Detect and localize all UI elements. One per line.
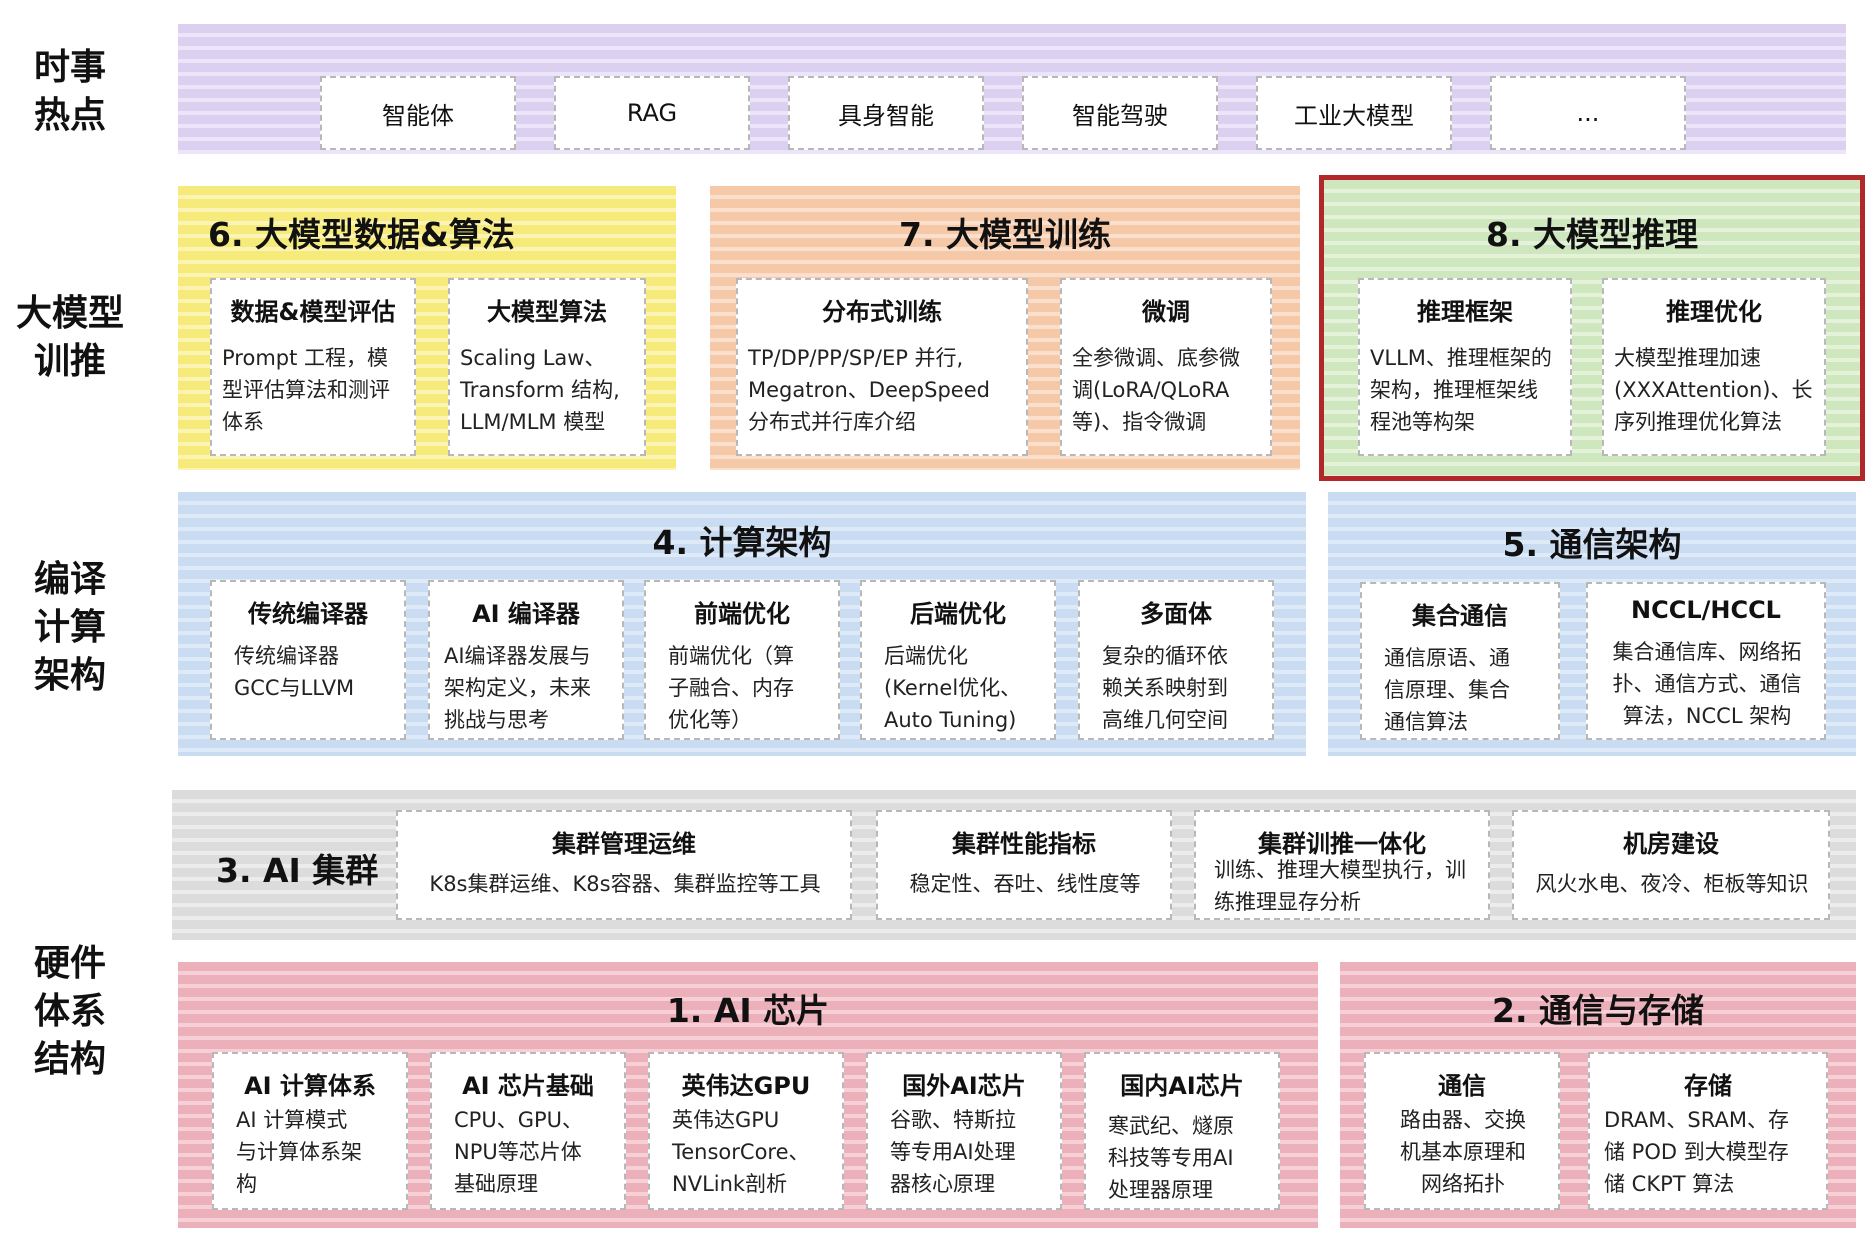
card-body: 谷歌、特斯拉 等专用AI处理 器核心原理 <box>890 1108 1016 1196</box>
panel-title-training: 7. 大模型训练 <box>899 215 1111 254</box>
card-ai-chip-basics[interactable]: AI 芯片基础 CPU、GPU、 NPU等芯片体 基础原理 <box>430 1052 626 1210</box>
card-title: 推理框架 <box>1417 298 1513 326</box>
card-llm-algo[interactable]: 大模型算法 Scaling Law、 Transform 结构, LLM/MLM… <box>448 278 646 456</box>
card-title: 后端优化 <box>910 600 1006 628</box>
card-body: VLLM、推理框架的 架构，推理框架线 程池等构架 <box>1370 346 1552 434</box>
card-inference-optimization[interactable]: 推理优化 大模型推理加速 (XXXAttention)、长 序列推理优化算法 <box>1602 278 1826 456</box>
card-body: AI 计算模式 与计算体系架 构 <box>236 1108 362 1196</box>
card-title: 前端优化 <box>694 600 790 628</box>
card-data-eval[interactable]: 数据&模型评估 Prompt 工程，模 型评估算法和测评 体系 <box>210 278 416 456</box>
panel-comm-storage: 2. 通信与存储 通信 路由器、交换 机基本原理和 网络拓扑 存储 DRAM、S… <box>1340 962 1856 1228</box>
card-body: 风火水电、夜冷、柜板等知识 <box>1535 872 1809 896</box>
card-cluster-perf[interactable]: 集群性能指标 稳定性、吞吐、线性度等 <box>876 810 1172 920</box>
panel-title-compute-arch: 4. 计算架构 <box>652 523 832 562</box>
card-title: NCCL/HCCL <box>1631 596 1781 624</box>
card-finetune[interactable]: 微调 全参微调、底参微 调(LoRA/QLoRA 等)、指令微调 <box>1060 278 1272 456</box>
card-body: AI编译器发展与 架构定义，未来 挑战与思考 <box>444 644 591 732</box>
card-title: 推理优化 <box>1666 298 1762 326</box>
card-frontend-opt[interactable]: 前端优化 前端优化（算 子融合、内存 优化等） <box>644 580 840 740</box>
card-datacenter[interactable]: 机房建设 风火水电、夜冷、柜板等知识 <box>1512 810 1830 920</box>
card-title: 通信 <box>1438 1072 1486 1100</box>
card-title: AI 芯片基础 <box>462 1072 594 1100</box>
card-cluster-ops[interactable]: 集群管理运维 K8s集群运维、K8s容器、集群监控等工具 <box>396 810 852 920</box>
card-title: 分布式训练 <box>822 298 942 326</box>
card-body: Prompt 工程，模 型评估算法和测评 体系 <box>222 346 390 434</box>
card-title: 集合通信 <box>1412 602 1508 630</box>
card-title: AI 计算体系 <box>244 1072 376 1100</box>
hot-topic-industrial[interactable]: 工业大模型 <box>1256 76 1452 150</box>
card-body: 复杂的循环依 赖关系映射到 高维几何空间 <box>1102 644 1228 732</box>
hot-topic-agent[interactable]: 智能体 <box>320 76 516 150</box>
card-title: 多面体 <box>1140 600 1212 628</box>
card-body: 大模型推理加速 (XXXAttention)、长 序列推理优化算法 <box>1614 346 1813 434</box>
card-title: 机房建设 <box>1623 830 1719 858</box>
panel-title-data-algo: 6. 大模型数据&算法 <box>208 215 515 254</box>
card-title: 英伟达GPU <box>681 1072 811 1100</box>
card-body: TP/DP/PP/SP/EP 并行, Megatron、DeepSpeed 分布… <box>748 346 990 434</box>
card-body: DRAM、SRAM、存 储 POD 到大模型存 储 CKPT 算法 <box>1604 1108 1789 1196</box>
card-body: 传统编译器 GCC与LLVM <box>234 644 355 700</box>
card-title: 存储 <box>1684 1072 1732 1100</box>
hot-topic-more[interactable]: ... <box>1490 76 1686 150</box>
card-nccl-hccl[interactable]: NCCL/HCCL 集合通信库、网络拓 扑、通信方式、通信 算法，NCCL 架构 <box>1586 582 1826 740</box>
card-title: 数据&模型评估 <box>230 298 396 326</box>
hot-topic-rag[interactable]: RAG <box>554 76 750 150</box>
panel-title-comm-storage: 2. 通信与存储 <box>1492 991 1704 1030</box>
card-body: 前端优化（算 子融合、内存 优化等） <box>668 644 794 732</box>
card-body: 寒武纪、燧原 科技等专用AI 处理器原理 <box>1108 1114 1234 1202</box>
panel-training: 7. 大模型训练 分布式训练 TP/DP/PP/SP/EP 并行, Megatr… <box>710 186 1300 470</box>
panel-ai-chip: 1. AI 芯片 AI 计算体系 AI 计算模式 与计算体系架 构 AI 芯片基… <box>178 962 1318 1228</box>
card-communication[interactable]: 通信 路由器、交换 机基本原理和 网络拓扑 <box>1364 1052 1560 1210</box>
panel-comm-arch: 5. 通信架构 集合通信 通信原语、通 信原理、集合 通信算法 NCCL/HCC… <box>1328 492 1856 756</box>
card-body: 后端优化 (Kernel优化、 Auto Tuning) <box>884 644 1022 732</box>
hot-topic-embodied[interactable]: 具身智能 <box>788 76 984 150</box>
panel-data-algo: 6. 大模型数据&算法 数据&模型评估 Prompt 工程，模 型评估算法和测评… <box>178 186 676 470</box>
card-title: 微调 <box>1142 298 1190 326</box>
panel-compute-arch: 4. 计算架构 传统编译器 传统编译器 GCC与LLVM AI 编译器 AI编译… <box>178 492 1306 756</box>
panel-title-ai-cluster: 3. AI 集群 <box>216 851 379 890</box>
panel-title-comm-arch: 5. 通信架构 <box>1502 525 1682 564</box>
card-body: K8s集群运维、K8s容器、集群监控等工具 <box>429 872 821 896</box>
card-body: 通信原语、通 信原理、集合 通信算法 <box>1384 646 1510 734</box>
card-storage[interactable]: 存储 DRAM、SRAM、存 储 POD 到大模型存 储 CKPT 算法 <box>1588 1052 1828 1210</box>
panel-title-inference: 8. 大模型推理 <box>1486 215 1698 254</box>
card-title: 集群管理运维 <box>552 830 696 858</box>
card-body: Scaling Law、 Transform 结构, LLM/MLM 模型 <box>460 346 620 434</box>
card-title: AI 编译器 <box>472 600 580 628</box>
card-title: 大模型算法 <box>487 298 607 326</box>
card-title: 国外AI芯片 <box>902 1072 1026 1100</box>
card-body: CPU、GPU、 NPU等芯片体 基础原理 <box>454 1108 584 1196</box>
card-body: 稳定性、吞吐、线性度等 <box>909 872 1141 896</box>
card-traditional-compiler[interactable]: 传统编译器 传统编译器 GCC与LLVM <box>210 580 406 740</box>
panel-ai-cluster: 3. AI 集群 集群管理运维 K8s集群运维、K8s容器、集群监控等工具 集群… <box>172 790 1856 940</box>
side-label-hot-topics: 时事 热点 <box>33 47 106 136</box>
card-ai-compute-system[interactable]: AI 计算体系 AI 计算模式 与计算体系架 构 <box>212 1052 408 1210</box>
hot-topics-panel: 智能体 RAG 具身智能 智能驾驶 工业大模型 ... <box>178 24 1846 154</box>
card-nvidia-gpu[interactable]: 英伟达GPU 英伟达GPU TensorCore、 NVLink剖析 <box>648 1052 844 1210</box>
card-title: 集群性能指标 <box>952 830 1096 858</box>
card-cluster-train-infer[interactable]: 集群训推一体化 训练、推理大模型执行，训 练推理显存分析 <box>1194 810 1490 920</box>
panel-title-ai-chip: 1. AI 芯片 <box>666 991 830 1030</box>
card-backend-opt[interactable]: 后端优化 后端优化 (Kernel优化、 Auto Tuning) <box>860 580 1056 740</box>
side-label-hardware: 硬件 体系 结构 <box>33 943 106 1080</box>
card-inference-framework[interactable]: 推理框架 VLLM、推理框架的 架构，推理框架线 程池等构架 <box>1358 278 1572 456</box>
side-label-compile: 编译 计算 架构 <box>33 559 106 696</box>
side-label-llm: 大模型 训推 <box>15 293 124 382</box>
card-title: 集群训推一体化 <box>1258 830 1426 858</box>
card-ai-compiler[interactable]: AI 编译器 AI编译器发展与 架构定义，未来 挑战与思考 <box>428 580 624 740</box>
card-body: 全参微调、底参微 调(LoRA/QLoRA 等)、指令微调 <box>1072 346 1240 434</box>
card-distributed-training[interactable]: 分布式训练 TP/DP/PP/SP/EP 并行, Megatron、DeepSp… <box>736 278 1028 456</box>
card-body: 英伟达GPU TensorCore、 NVLink剖析 <box>672 1108 810 1196</box>
card-foreign-ai-chip[interactable]: 国外AI芯片 谷歌、特斯拉 等专用AI处理 器核心原理 <box>866 1052 1062 1210</box>
card-title: 传统编译器 <box>248 600 368 628</box>
card-body: 集合通信库、网络拓 扑、通信方式、通信 算法，NCCL 架构 <box>1612 640 1802 728</box>
panel-inference[interactable]: 8. 大模型推理 推理框架 VLLM、推理框架的 架构，推理框架线 程池等构架 … <box>1319 175 1865 481</box>
card-title: 国内AI芯片 <box>1120 1072 1244 1100</box>
card-domestic-ai-chip[interactable]: 国内AI芯片 寒武纪、燧原 科技等专用AI 处理器原理 <box>1084 1052 1280 1210</box>
card-collective-comm[interactable]: 集合通信 通信原语、通 信原理、集合 通信算法 <box>1360 582 1560 740</box>
hot-topic-driving[interactable]: 智能驾驶 <box>1022 76 1218 150</box>
card-polyhedral[interactable]: 多面体 复杂的循环依 赖关系映射到 高维几何空间 <box>1078 580 1274 740</box>
card-body: 路由器、交换 机基本原理和 网络拓扑 <box>1400 1108 1526 1196</box>
card-body: 训练、推理大模型执行，训 练推理显存分析 <box>1214 858 1466 914</box>
